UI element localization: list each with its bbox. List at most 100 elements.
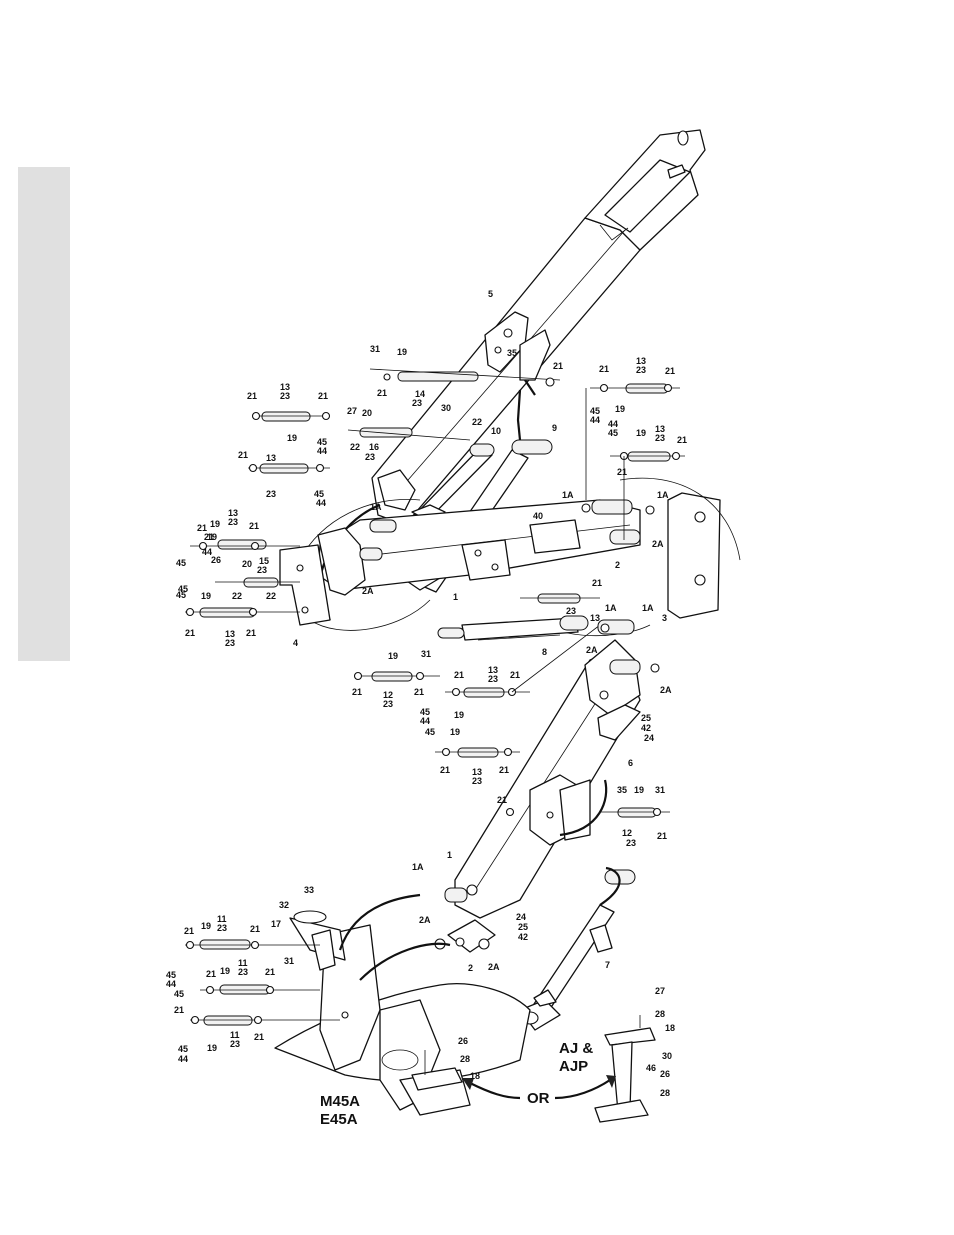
mounting-bracket-4: [279, 519, 397, 626]
callout-21: 21: [677, 435, 687, 445]
callout-13: 13: [488, 665, 498, 675]
callout-19: 19: [287, 433, 297, 443]
callout-1A: 1A: [412, 862, 424, 872]
lower-link-2: [434, 919, 496, 953]
callout-1A: 1A: [370, 502, 382, 512]
callout-27: 27: [655, 986, 665, 996]
callout-6: 6: [628, 758, 633, 768]
callout-21: 21: [510, 670, 520, 680]
callout-21: 21: [599, 364, 609, 374]
callout-labels: 5 31 19 35 21 14 23 21 13 23 21 21 19 45…: [166, 289, 687, 1098]
callout-21: 21: [249, 521, 259, 531]
callout-13: 13: [266, 453, 276, 463]
callout-21: 21: [617, 467, 627, 477]
callout-2A: 2A: [419, 915, 431, 925]
callout-46: 46: [646, 1063, 656, 1073]
callout-8: 8: [542, 647, 547, 657]
callout-11: 11: [238, 958, 248, 968]
callout-18: 18: [665, 1023, 675, 1033]
callout-13: 13: [225, 629, 235, 639]
callout-2A: 2A: [652, 539, 664, 549]
callout-45: 45: [608, 428, 618, 438]
callout-30: 30: [662, 1051, 672, 1061]
callout-21: 21: [440, 765, 450, 775]
callout-20: 20: [242, 559, 252, 569]
callout-11: 11: [217, 914, 227, 924]
callout-44: 44: [420, 716, 430, 726]
callout-32: 32: [279, 900, 289, 910]
callout-13: 13: [280, 382, 290, 392]
callout-28: 28: [660, 1088, 670, 1098]
callout-23: 23: [228, 517, 238, 527]
left-pins: [185, 539, 300, 618]
callout-23: 23: [488, 674, 498, 684]
callout-13: 13: [590, 613, 600, 623]
callout-23: 23: [266, 489, 276, 499]
callout-23: 23: [636, 365, 646, 375]
callout-44: 44: [608, 419, 618, 429]
callout-19: 19: [220, 966, 230, 976]
callout-3: 3: [662, 613, 667, 623]
callout-31: 31: [284, 956, 294, 966]
callout-21: 21: [184, 926, 194, 936]
boom-part-5: [371, 129, 706, 526]
callout-45: 45: [176, 558, 186, 568]
callout-31: 31: [421, 649, 431, 659]
callout-21: 21: [497, 795, 507, 805]
callout-25: 25: [518, 922, 528, 932]
callout-15: 15: [259, 556, 269, 566]
callout-45: 45: [317, 437, 327, 447]
model-label-e45a: E45A: [320, 1111, 358, 1128]
callout-19: 19: [615, 404, 625, 414]
callout-20: 20: [362, 408, 372, 418]
callout-21: 21: [250, 924, 260, 934]
bucket-cylinder-7: [519, 866, 636, 1031]
callout-21: 21: [204, 532, 214, 542]
callout-19: 19: [207, 1043, 217, 1053]
callout-45: 45: [420, 707, 430, 717]
callout-23: 23: [225, 638, 235, 648]
callout-23: 23: [230, 1039, 240, 1049]
callout-2: 2: [615, 560, 620, 570]
boom-pins-upper: [248, 368, 561, 474]
callout-21: 21: [414, 687, 424, 697]
callout-19: 19: [636, 428, 646, 438]
callout-12: 12: [622, 828, 632, 838]
callout-10: 10: [491, 426, 501, 436]
callout-9: 9: [552, 423, 557, 433]
callout-5: 5: [488, 289, 493, 299]
callout-19: 19: [207, 532, 217, 542]
callout-45: 45: [425, 727, 435, 737]
callout-21: 21: [377, 388, 387, 398]
callout-2A: 2A: [660, 685, 672, 695]
callout-28: 28: [655, 1009, 665, 1019]
callout-42: 42: [641, 723, 651, 733]
callout-19: 19: [201, 921, 211, 931]
callout-19: 19: [210, 519, 220, 529]
callout-33: 33: [304, 885, 314, 895]
lower-left-pins: [185, 910, 340, 1026]
callout-12: 12: [383, 690, 393, 700]
callout-31: 31: [655, 785, 665, 795]
lower-right-pins: [505, 807, 670, 818]
callout-26: 26: [660, 1069, 670, 1079]
callout-35: 35: [507, 348, 517, 358]
callout-1A: 1A: [605, 603, 617, 613]
callout-16: 16: [369, 442, 379, 452]
callout-21: 21: [665, 366, 675, 376]
callout-45: 45: [314, 489, 324, 499]
callout-2A: 2A: [586, 645, 598, 655]
callout-22: 22: [472, 417, 482, 427]
model-label-m45a: M45A: [320, 1093, 360, 1110]
callout-13: 13: [228, 508, 238, 518]
callout-22: 22: [266, 591, 276, 601]
callout-44: 44: [316, 498, 326, 508]
model-labels: M45A E45A AJ & AJP OR: [320, 1040, 593, 1128]
callout-45: 45: [176, 590, 186, 600]
callout-27: 27: [347, 406, 357, 416]
callout-4: 4: [293, 638, 298, 648]
callout-35: 35: [617, 785, 627, 795]
callout-25: 25: [641, 713, 651, 723]
callout-21: 21: [185, 628, 195, 638]
callout-19: 19: [388, 651, 398, 661]
